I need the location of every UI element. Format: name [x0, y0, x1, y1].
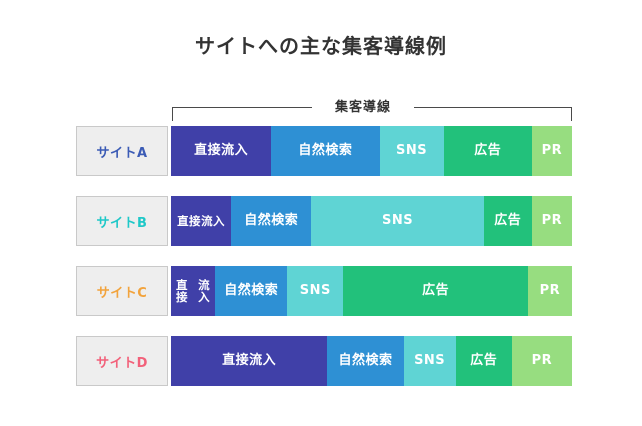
bar-segment-直接流入: 直接流入	[171, 266, 216, 316]
row-label-サイトC: サイトC	[76, 266, 168, 316]
bar-segment-PR: PR	[511, 336, 572, 386]
bar-segment-SNS: SNS	[379, 126, 444, 176]
segment-line: 直接	[176, 277, 189, 304]
bar-segment-PR: PR	[531, 126, 572, 176]
bar-segment-自然検索: 自然検索	[231, 196, 312, 246]
bar-segment-自然検索: 自然検索	[271, 126, 380, 176]
row-label-サイトD: サイトD	[76, 336, 168, 386]
row-label-サイトB: サイトB	[76, 196, 168, 246]
bar-segment-広告: 広告	[343, 266, 528, 316]
page-title: サイトへの主な集客導線例	[195, 34, 447, 58]
bracket: 集客導線	[172, 96, 572, 121]
bar-segment-広告: 広告	[483, 196, 532, 246]
bracket-line-right	[414, 107, 572, 108]
bracket-line-left	[172, 107, 312, 108]
bar-segment-PR: PR	[527, 266, 572, 316]
bar-segment-SNS: SNS	[403, 336, 456, 386]
bar-segment-広告: 広告	[443, 126, 532, 176]
segment-line: 流入	[198, 277, 211, 304]
bar-segment-SNS: SNS	[287, 266, 344, 316]
row-label-サイトA: サイトA	[76, 126, 168, 176]
bracket-label: 集客導線	[312, 96, 414, 115]
bar-segment-PR: PR	[531, 196, 572, 246]
bracket-tick-left	[172, 107, 173, 121]
bar-segment-直接流入: 直接流入	[171, 126, 272, 176]
segment-line: 直接	[177, 213, 202, 228]
bar-segment-直接流入: 直接流入	[171, 336, 328, 386]
bar-segment-直接流入: 直接流入	[171, 196, 232, 246]
bar-segment-SNS: SNS	[311, 196, 484, 246]
bar-segment-広告: 広告	[455, 336, 512, 386]
bar-segment-自然検索: 自然検索	[215, 266, 288, 316]
bar-segment-自然検索: 自然検索	[327, 336, 404, 386]
bracket-tick-right	[571, 107, 572, 121]
segment-line: 流入	[201, 213, 226, 228]
